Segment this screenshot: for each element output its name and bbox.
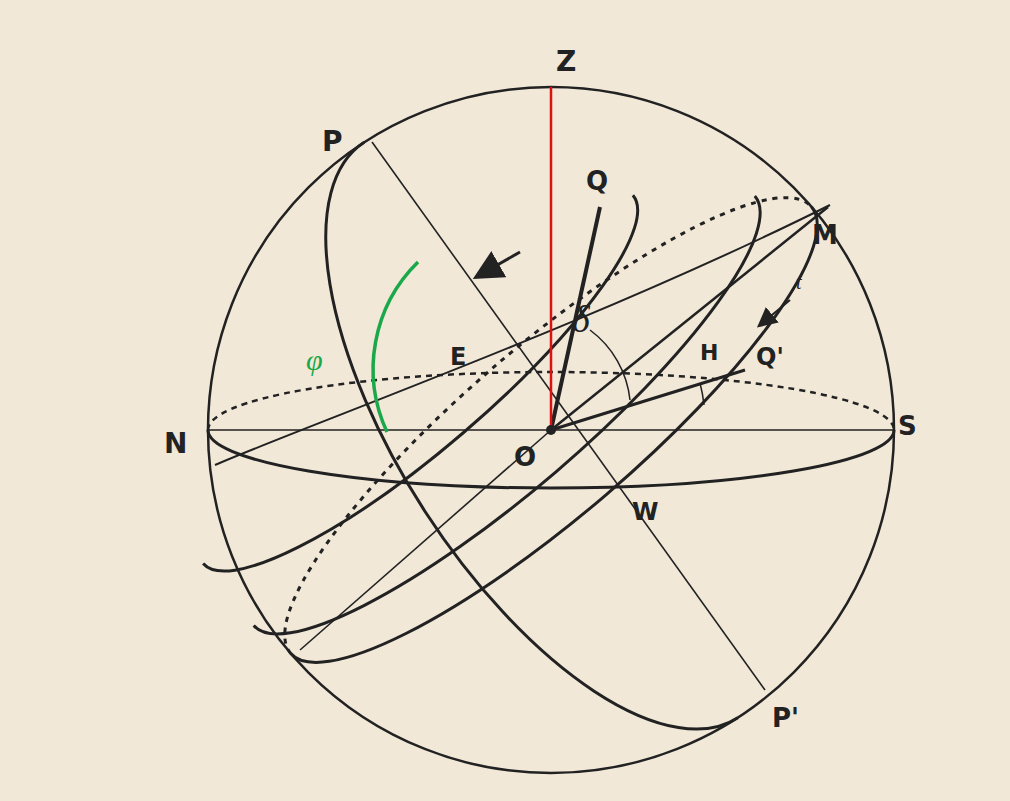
hour-circle [238, 142, 737, 799]
motion-arrow [760, 300, 790, 325]
center-dot [546, 425, 556, 435]
point-label: Q [586, 168, 608, 194]
radius-oq-prime [551, 370, 745, 430]
line-to-o [300, 430, 551, 650]
sphere-outline [208, 87, 894, 773]
equator-front [291, 207, 867, 718]
equator-back [235, 142, 811, 653]
declination-label: δ [572, 300, 590, 338]
point-label: Q' [756, 345, 784, 369]
cardinal-label: N [164, 430, 187, 458]
diurnal-circle-front [203, 195, 678, 616]
horizon-front [208, 430, 894, 488]
pole-label: P [322, 128, 343, 156]
parallel-arc [215, 205, 830, 465]
motion-arrow [478, 252, 520, 276]
pole-label: P' [772, 705, 799, 731]
zenith-line [550, 87, 553, 430]
zenith-label: Z [556, 48, 576, 76]
point-label: M [812, 222, 838, 248]
point-label: E [450, 345, 466, 369]
delta-angle-arc [590, 330, 630, 400]
parallel-circle [254, 196, 807, 686]
latitude-label: φ [306, 345, 323, 375]
cardinal-label: S [898, 413, 917, 439]
hour-angle-symbol: t [796, 272, 802, 292]
hour-angle-label: H [700, 342, 718, 364]
cardinal-label: W [632, 500, 658, 524]
center-label: O [514, 444, 536, 470]
radius-om [551, 207, 828, 430]
h-angle-arc [700, 383, 704, 405]
latitude-arc [373, 262, 418, 432]
